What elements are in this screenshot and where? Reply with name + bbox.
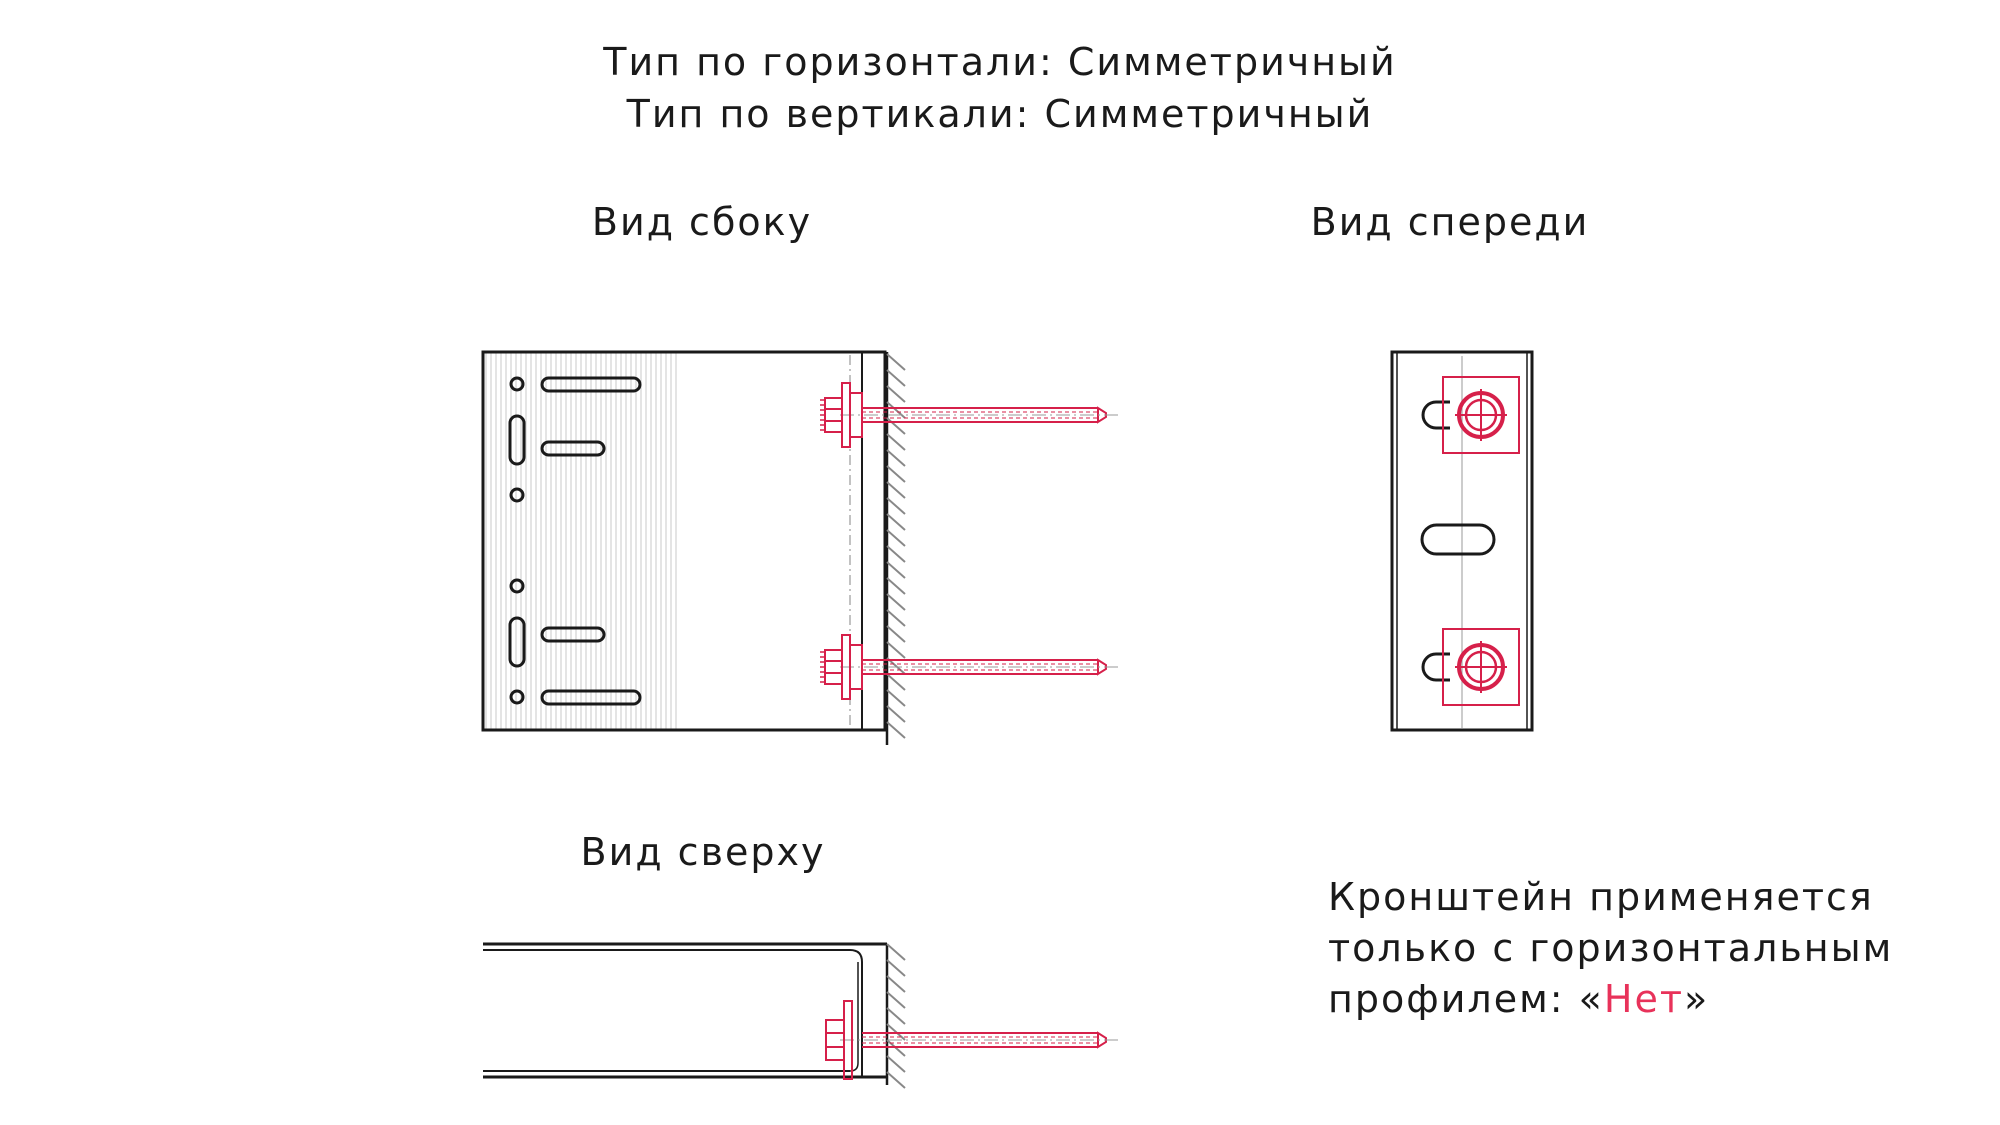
hatch-stroke xyxy=(886,609,906,627)
side-horizontal-slot xyxy=(540,376,642,393)
bolt-collar xyxy=(849,392,863,438)
hatch-stroke xyxy=(886,433,906,451)
hatch-stroke xyxy=(886,481,906,499)
hatch-stroke xyxy=(886,385,906,403)
hatch-stroke xyxy=(886,465,906,483)
side-vertical-slot xyxy=(508,616,526,668)
hatch-stroke xyxy=(886,593,906,611)
front-view-title: Вид спереди xyxy=(1310,200,1590,244)
bolt-tip xyxy=(1097,406,1107,424)
hatch-stroke xyxy=(886,513,906,531)
hatch-stroke xyxy=(886,1055,906,1073)
hatch-stroke xyxy=(886,975,906,993)
side-horizontal-slot xyxy=(540,440,606,457)
top-view-title: Вид сверху xyxy=(580,830,826,874)
bolt-hex-head xyxy=(824,649,843,685)
note-line-2: только с горизонтальным xyxy=(1328,926,1894,970)
bolt-tip xyxy=(1097,658,1107,676)
profile-value: Нет xyxy=(1603,977,1684,1021)
hatch-stroke xyxy=(886,991,906,1009)
bolt-collar xyxy=(849,644,863,690)
side-view-plate xyxy=(481,350,887,732)
hatch-stroke xyxy=(886,641,906,659)
front-anchor-bolt-top xyxy=(1442,376,1520,454)
side-vertical-slot xyxy=(508,414,526,466)
side-view-title: Вид сбоку xyxy=(591,200,813,244)
front-open-slot xyxy=(1421,652,1450,682)
hatch-stroke xyxy=(886,625,906,643)
side-view-ribbed-area xyxy=(485,352,680,730)
hatch-stroke xyxy=(886,497,906,515)
note-line-3: профилем: «Нет» xyxy=(1328,977,1710,1021)
top-anchor-bolt xyxy=(825,1000,1122,1080)
front-anchor-bolt-bottom xyxy=(1442,628,1520,706)
side-round-hole xyxy=(509,578,525,594)
front-view xyxy=(1390,350,1534,732)
hatch-stroke xyxy=(886,577,906,595)
hatch-stroke xyxy=(886,689,906,707)
side-round-hole xyxy=(509,689,525,705)
front-center-slot xyxy=(1420,523,1496,556)
bolt-hex-head xyxy=(824,397,843,433)
hatch-stroke xyxy=(886,1007,906,1025)
hatch-stroke xyxy=(886,401,906,419)
hatch-stroke xyxy=(886,561,906,579)
side-view xyxy=(481,350,1122,745)
hatch-stroke xyxy=(886,959,906,977)
bolt-hex-head xyxy=(825,1019,845,1061)
side-horizontal-slot xyxy=(540,626,606,643)
bolt-square-washer xyxy=(1442,628,1520,706)
bolt-square-washer xyxy=(1442,376,1520,454)
hatch-stroke xyxy=(886,417,906,435)
horizontal-type: Тип по горизонтали: Симметричный xyxy=(603,40,1397,84)
hatch-stroke xyxy=(886,529,906,547)
hatch-stroke xyxy=(886,673,906,691)
side-round-hole xyxy=(509,487,525,503)
side-round-hole xyxy=(509,376,525,392)
front-view-profile xyxy=(1390,350,1534,732)
hatch-stroke xyxy=(886,1071,906,1089)
hatch-stroke xyxy=(886,449,906,467)
vertical-type: Тип по вертикали: Симметричный xyxy=(626,92,1374,136)
top-wall-hatching xyxy=(886,943,906,1089)
bolt-tip xyxy=(1097,1031,1107,1049)
hatch-stroke xyxy=(886,369,906,387)
front-open-slot xyxy=(1421,400,1450,430)
side-horizontal-slot xyxy=(540,689,642,706)
hatch-stroke xyxy=(886,545,906,563)
note-line-1: Кронштейн применяется xyxy=(1328,875,1874,919)
side-anchor-bolt-top xyxy=(820,382,1122,448)
side-wall-hatching xyxy=(886,353,906,739)
hatch-stroke xyxy=(886,721,906,739)
hatch-stroke xyxy=(886,943,906,961)
side-anchor-bolt-bottom xyxy=(820,634,1122,700)
hatch-stroke xyxy=(886,705,906,723)
top-view xyxy=(483,942,1122,1089)
bracket-note: Кронштейн применяется только с горизонта… xyxy=(1328,872,1893,1025)
hatch-stroke xyxy=(886,353,906,371)
drawing-header: Тип по горизонтали: Симметричный Тип по … xyxy=(603,36,1397,140)
